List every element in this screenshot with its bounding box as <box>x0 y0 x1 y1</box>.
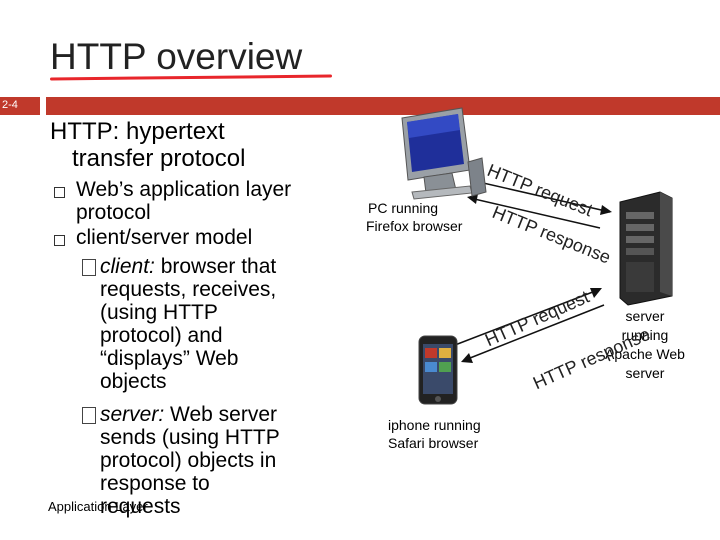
server-label-line-3: Apache Web <box>605 346 685 362</box>
server-line-5: requests <box>100 495 181 518</box>
bullet-1-line-2: protocol <box>76 201 151 224</box>
server-tower-icon <box>619 191 673 306</box>
server-text: Web server <box>170 403 278 426</box>
iphone-label-line-1: iphone running <box>380 417 500 434</box>
arrow-iphone-request <box>454 288 602 346</box>
iphone-icon <box>418 335 458 405</box>
sub-bullet-marker <box>82 407 96 424</box>
arrow-pc-request <box>469 179 612 215</box>
client-line-6: objects <box>100 370 167 393</box>
heading-line-1: HTTP: hypertext <box>50 118 225 145</box>
server-line-1: server: Web server <box>100 403 277 426</box>
client-label: client: <box>100 255 155 278</box>
bullet-marker <box>54 187 65 198</box>
server-label-line-1: server <box>625 308 665 324</box>
sub-bullet-marker <box>82 259 96 276</box>
slide-number-box <box>0 97 40 115</box>
slide-number: 2-4 <box>2 99 18 111</box>
iphone-label-text-1: iphone running <box>388 417 481 433</box>
bullet-1-line-1: Web’s application layer <box>76 178 292 201</box>
arrow-iphone-response <box>461 304 605 363</box>
footer-label: Application Layer <box>48 499 148 514</box>
bullet-2: client/server model <box>76 226 253 249</box>
client-line-5: “displays” Web <box>100 347 239 370</box>
bullet-marker <box>54 235 65 246</box>
arrow-pc-response <box>467 194 601 229</box>
server-line-2: sends (using HTTP <box>100 426 280 449</box>
server-label-line-4: server <box>625 365 665 381</box>
client-line-4: protocol) and <box>100 324 223 347</box>
client-text: browser that <box>160 255 277 278</box>
heading-line-2: transfer protocol <box>72 145 246 172</box>
header-bar <box>46 97 720 115</box>
client-line-2: requests, receives, <box>100 278 277 301</box>
slide-title: HTTP overview <box>50 36 303 77</box>
iphone-label-text-2: Safari browser <box>388 435 479 451</box>
pc-label-line-1: PC running <box>364 200 484 217</box>
server-label: server: <box>100 403 165 426</box>
pc-label-line-2: Firefox browser <box>366 218 463 234</box>
server-line-3: protocol) objects in <box>100 449 277 472</box>
server-label-line-2: running <box>621 327 669 343</box>
pc-computer-icon <box>401 107 487 200</box>
iphone-label-line-2: Safari browser <box>380 435 500 452</box>
pc-label-text-1: PC running <box>368 200 439 216</box>
client-line-3: (using HTTP <box>100 301 218 324</box>
client-line-1: client: browser that <box>100 255 276 278</box>
server-line-4: response to <box>100 472 210 495</box>
